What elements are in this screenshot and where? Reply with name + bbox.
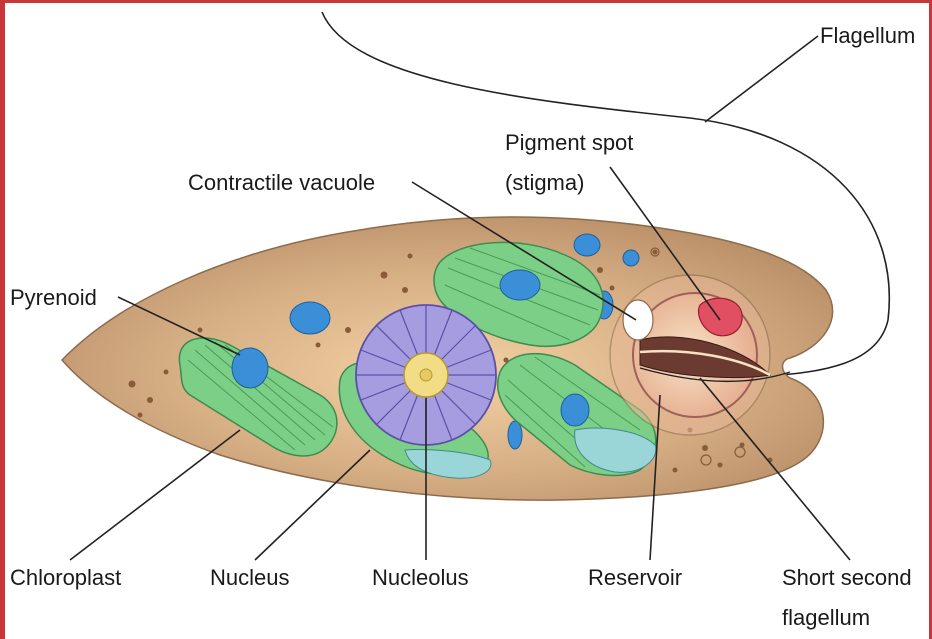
- label-short-second: Short second: [782, 565, 912, 590]
- label-flagellum-second: flagellum: [782, 605, 870, 630]
- leader-chloroplast: [70, 430, 240, 560]
- label-chloroplast: Chloroplast: [10, 565, 121, 590]
- label-flagellum: Flagellum: [820, 23, 915, 48]
- label-nucleolus: Nucleolus: [372, 565, 469, 590]
- nucleolus: [404, 353, 448, 397]
- label-stigma: (stigma): [505, 170, 584, 195]
- reservoir: [610, 275, 770, 435]
- label-pigment-spot: Pigment spot: [505, 130, 633, 155]
- leader-flagellum: [705, 36, 818, 122]
- label-nucleus: Nucleus: [210, 565, 289, 590]
- label-pyrenoid: Pyrenoid: [10, 285, 97, 310]
- label-reservoir: Reservoir: [588, 565, 682, 590]
- label-contractile-vacuole: Contractile vacuole: [188, 170, 375, 195]
